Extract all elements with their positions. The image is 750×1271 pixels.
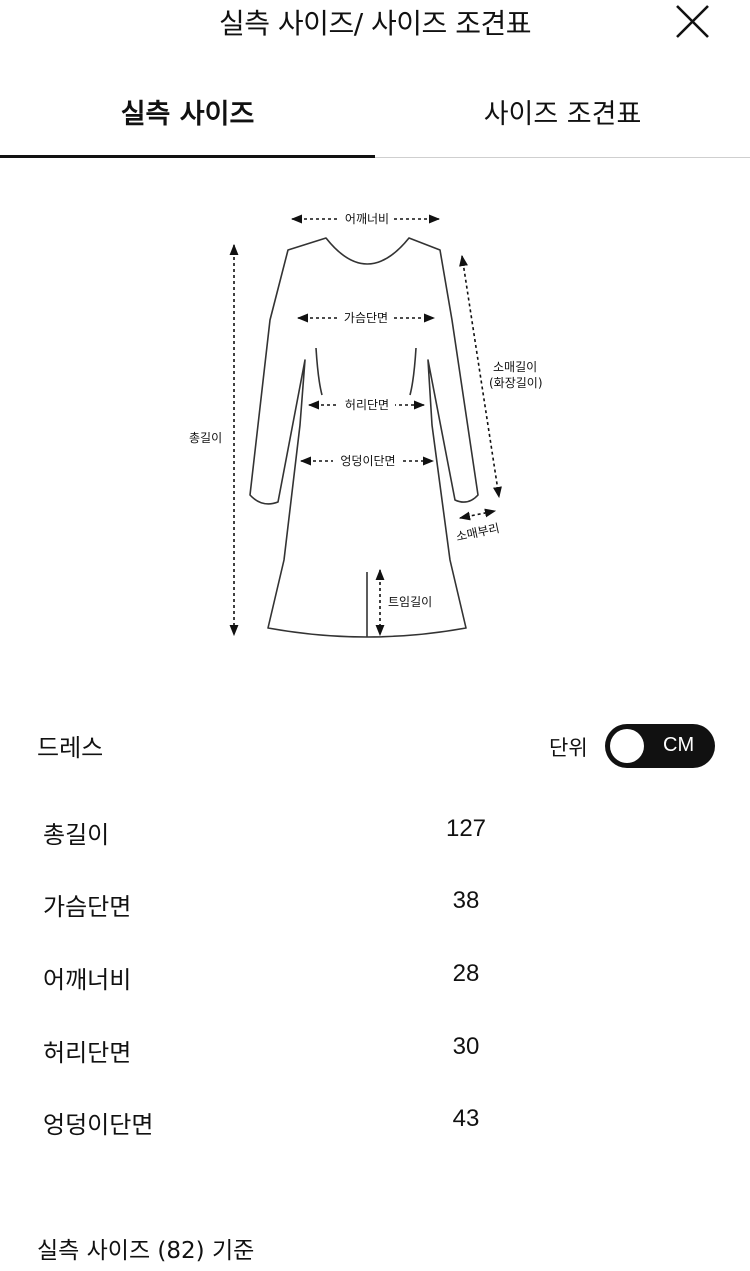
size-row: 엉덩이단면 43	[0, 1105, 750, 1145]
label-cuff: 소매부리	[455, 521, 501, 544]
size-row-value: 38	[452, 887, 480, 914]
label-total-length: 총길이	[189, 431, 222, 445]
size-row: 허리단면 30	[0, 1033, 750, 1073]
size-row: 가슴단면 38	[0, 887, 750, 927]
dress-diagram: 어깨너비 가슴단면 허리단면 엉덩이단면 총길이 소매길이 (화장길이) 소매부…	[189, 210, 543, 638]
label-sleeve-length-alt: (화장길이)	[489, 376, 543, 390]
size-basis-note: 실측 사이즈 (82) 기준	[37, 1238, 255, 1264]
unit-value: CM	[663, 734, 695, 756]
sleeve-length-measure-line	[459, 254, 502, 499]
size-row: 어깨너비 28	[0, 960, 750, 1000]
label-slit: 트임길이	[388, 595, 432, 609]
size-row-value: 30	[452, 1033, 480, 1060]
modal-title: 실측 사이즈/ 사이즈 조견표	[219, 7, 532, 40]
label-chest: 가슴단면	[344, 311, 388, 325]
label-sleeve-length: 소매길이	[493, 360, 537, 374]
size-row-label: 어깨너비	[43, 966, 132, 994]
size-row-label: 엉덩이단면	[43, 1111, 154, 1139]
size-row-label: 허리단면	[43, 1039, 132, 1067]
unit-label: 단위	[549, 736, 588, 760]
label-shoulder: 어깨너비	[345, 212, 389, 226]
tab-measured-size[interactable]: 실측 사이즈	[0, 92, 375, 158]
cuff-measure-line	[458, 508, 497, 521]
size-row-value: 43	[452, 1105, 480, 1132]
toggle-knob	[610, 729, 644, 763]
size-row: 총길이 127	[0, 815, 750, 855]
label-hip: 엉덩이단면	[340, 454, 395, 468]
size-row-label: 총길이	[43, 821, 110, 849]
size-row-value: 28	[452, 960, 480, 987]
dress-outline	[249, 237, 479, 638]
tab-size-chart[interactable]: 사이즈 조견표	[375, 92, 750, 158]
close-button[interactable]	[672, 2, 712, 42]
label-waist: 허리단면	[345, 398, 389, 412]
size-row-value: 127	[445, 815, 487, 842]
product-name: 드레스	[37, 734, 104, 762]
unit-toggle[interactable]: CM	[605, 724, 715, 768]
size-row-label: 가슴단면	[43, 893, 132, 921]
modal-header: 실측 사이즈/ 사이즈 조견표	[0, 0, 750, 45]
close-icon	[676, 5, 709, 38]
tab-bar: 실측 사이즈 사이즈 조견표	[0, 92, 750, 158]
